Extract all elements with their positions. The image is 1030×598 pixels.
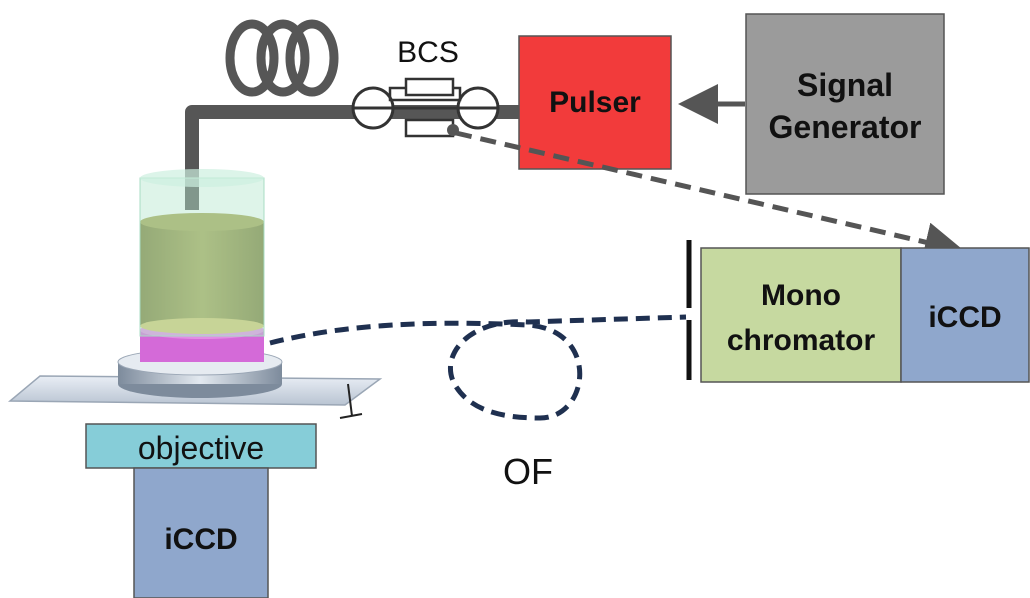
- signal-generator-box: [745, 13, 945, 195]
- gate-trigger-arrow: [455, 130, 965, 262]
- signal-generator-label-line2: Generator: [769, 109, 922, 145]
- stage-tick-mark: [339, 383, 363, 419]
- collection-optical-fiber: [269, 314, 687, 421]
- sample-holder-stack: [7, 169, 383, 406]
- iccd-bottom-box: [133, 467, 269, 598]
- fiber-coil-icon: [225, 19, 339, 97]
- bcs-coupler-icon: [351, 77, 500, 138]
- iccd-bottom-label: iCCD: [164, 523, 237, 556]
- iccd-right-box: [900, 247, 1030, 383]
- monochromator-box: [700, 247, 902, 383]
- monochromator-label-line2: chromator: [727, 324, 876, 357]
- signal-generator-label-line1: Signal: [797, 67, 893, 103]
- objective-label: objective: [138, 430, 264, 466]
- monochromator-label-line1: Mono: [761, 279, 841, 312]
- of-label: OF: [503, 451, 553, 492]
- pulser-box: [518, 35, 672, 170]
- bcs-label: BCS: [397, 36, 459, 69]
- iccd-right-label: iCCD: [928, 301, 1001, 334]
- pulser-label: Pulser: [549, 86, 641, 119]
